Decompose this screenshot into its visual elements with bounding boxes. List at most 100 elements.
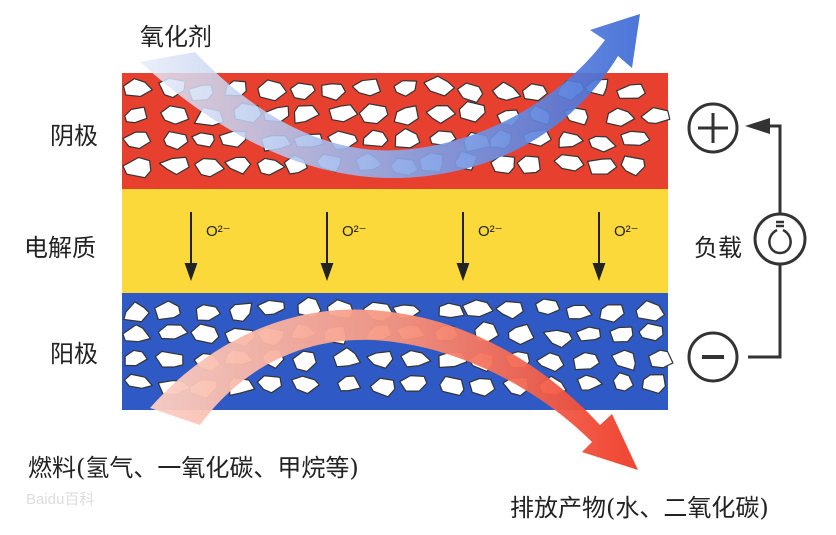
pebble <box>399 375 428 392</box>
pebble <box>332 347 361 368</box>
pebble <box>605 107 636 127</box>
pebble <box>289 82 316 101</box>
pebble <box>635 300 666 322</box>
pebble <box>123 373 153 389</box>
pebble <box>575 326 602 342</box>
pebble <box>468 377 496 397</box>
ion-label: O²⁻ <box>614 223 639 240</box>
pebble <box>191 132 215 148</box>
pebble <box>154 300 181 321</box>
pebble <box>229 302 253 322</box>
pebble <box>648 349 674 369</box>
ion-label: O²⁻ <box>478 223 503 240</box>
pebble <box>638 322 664 342</box>
pebble <box>362 129 389 148</box>
pebble <box>124 349 148 367</box>
pebble <box>641 374 667 395</box>
ion-arrow <box>456 212 470 281</box>
anode-label: 阳极 <box>50 340 98 368</box>
pebble <box>587 158 618 175</box>
ion-arrow <box>320 212 334 281</box>
pebble <box>439 375 465 397</box>
oxidant-label: 氧化剂 <box>140 23 212 51</box>
pebble <box>490 155 516 175</box>
pebble <box>366 350 394 369</box>
pebble <box>328 104 359 123</box>
pebble <box>423 75 456 97</box>
fuel-flow-arrow <box>150 309 638 470</box>
pebble <box>122 131 152 150</box>
oxidant-flow-arrow <box>140 14 640 179</box>
pebble <box>616 83 646 99</box>
ion-arrow <box>592 212 606 281</box>
pebble <box>163 130 189 151</box>
pebble <box>224 156 252 175</box>
pebble <box>542 329 573 349</box>
pebble <box>495 300 524 320</box>
pebble <box>358 103 389 125</box>
pebble <box>491 81 522 101</box>
pebble <box>123 301 150 323</box>
pebble <box>400 349 432 368</box>
pebble <box>291 375 320 395</box>
pebble <box>321 83 347 101</box>
watermark: Baidu百科 <box>26 491 95 508</box>
pebble <box>461 299 494 318</box>
negative-terminal <box>687 331 739 383</box>
pebble <box>158 156 190 176</box>
pebble <box>195 304 222 322</box>
pebble <box>620 155 646 177</box>
pebble <box>535 352 565 373</box>
pebble <box>609 326 634 343</box>
ion-arrows: O²⁻ O²⁻ O²⁻ O²⁻ <box>184 212 639 281</box>
pebble <box>516 155 541 174</box>
current-arrowhead <box>745 118 770 134</box>
pebble <box>157 324 189 340</box>
pebble <box>612 372 634 392</box>
pebble <box>507 323 535 346</box>
pebble <box>553 154 585 172</box>
pebble <box>458 100 486 123</box>
pebble <box>256 299 286 316</box>
pebble <box>456 82 484 104</box>
pebble <box>122 156 152 179</box>
pebble <box>154 350 184 368</box>
pebble <box>521 83 549 102</box>
pebble <box>438 302 465 319</box>
pebble <box>256 157 286 176</box>
pebble <box>565 304 593 320</box>
pebble <box>160 105 190 125</box>
pebble <box>599 304 625 323</box>
pebble <box>572 351 601 371</box>
pebble <box>256 375 283 394</box>
pebble <box>257 79 288 102</box>
load-label: 负载 <box>694 234 742 262</box>
electrolyte-label: 电解质 <box>24 234 96 262</box>
electrolyte-layer <box>122 189 668 293</box>
fuel-label: 燃料(氢气、一氧化碳、甲烷等) <box>28 454 359 482</box>
positive-terminal <box>687 102 739 154</box>
pebble <box>351 78 381 97</box>
pebble <box>620 130 651 146</box>
pebble <box>122 324 152 343</box>
ion-label: O²⁻ <box>342 223 367 240</box>
pebble <box>293 104 320 124</box>
pebble <box>576 374 603 391</box>
pebble <box>394 127 421 149</box>
pebble <box>337 375 362 392</box>
lightbulb-icon <box>753 212 807 266</box>
pebble <box>292 350 317 373</box>
pebble <box>393 80 418 97</box>
ion-arrow <box>184 212 198 281</box>
pebble <box>194 157 225 178</box>
pebble <box>122 78 153 98</box>
pebble <box>588 135 617 153</box>
cathode-label: 阴极 <box>50 122 98 150</box>
pebble <box>425 104 457 125</box>
products-label: 排放产物(水、二氧化碳) <box>510 494 769 522</box>
pebble <box>535 298 561 316</box>
pebble <box>611 349 636 371</box>
ion-label: O²⁻ <box>206 223 231 240</box>
pebble <box>190 323 220 345</box>
